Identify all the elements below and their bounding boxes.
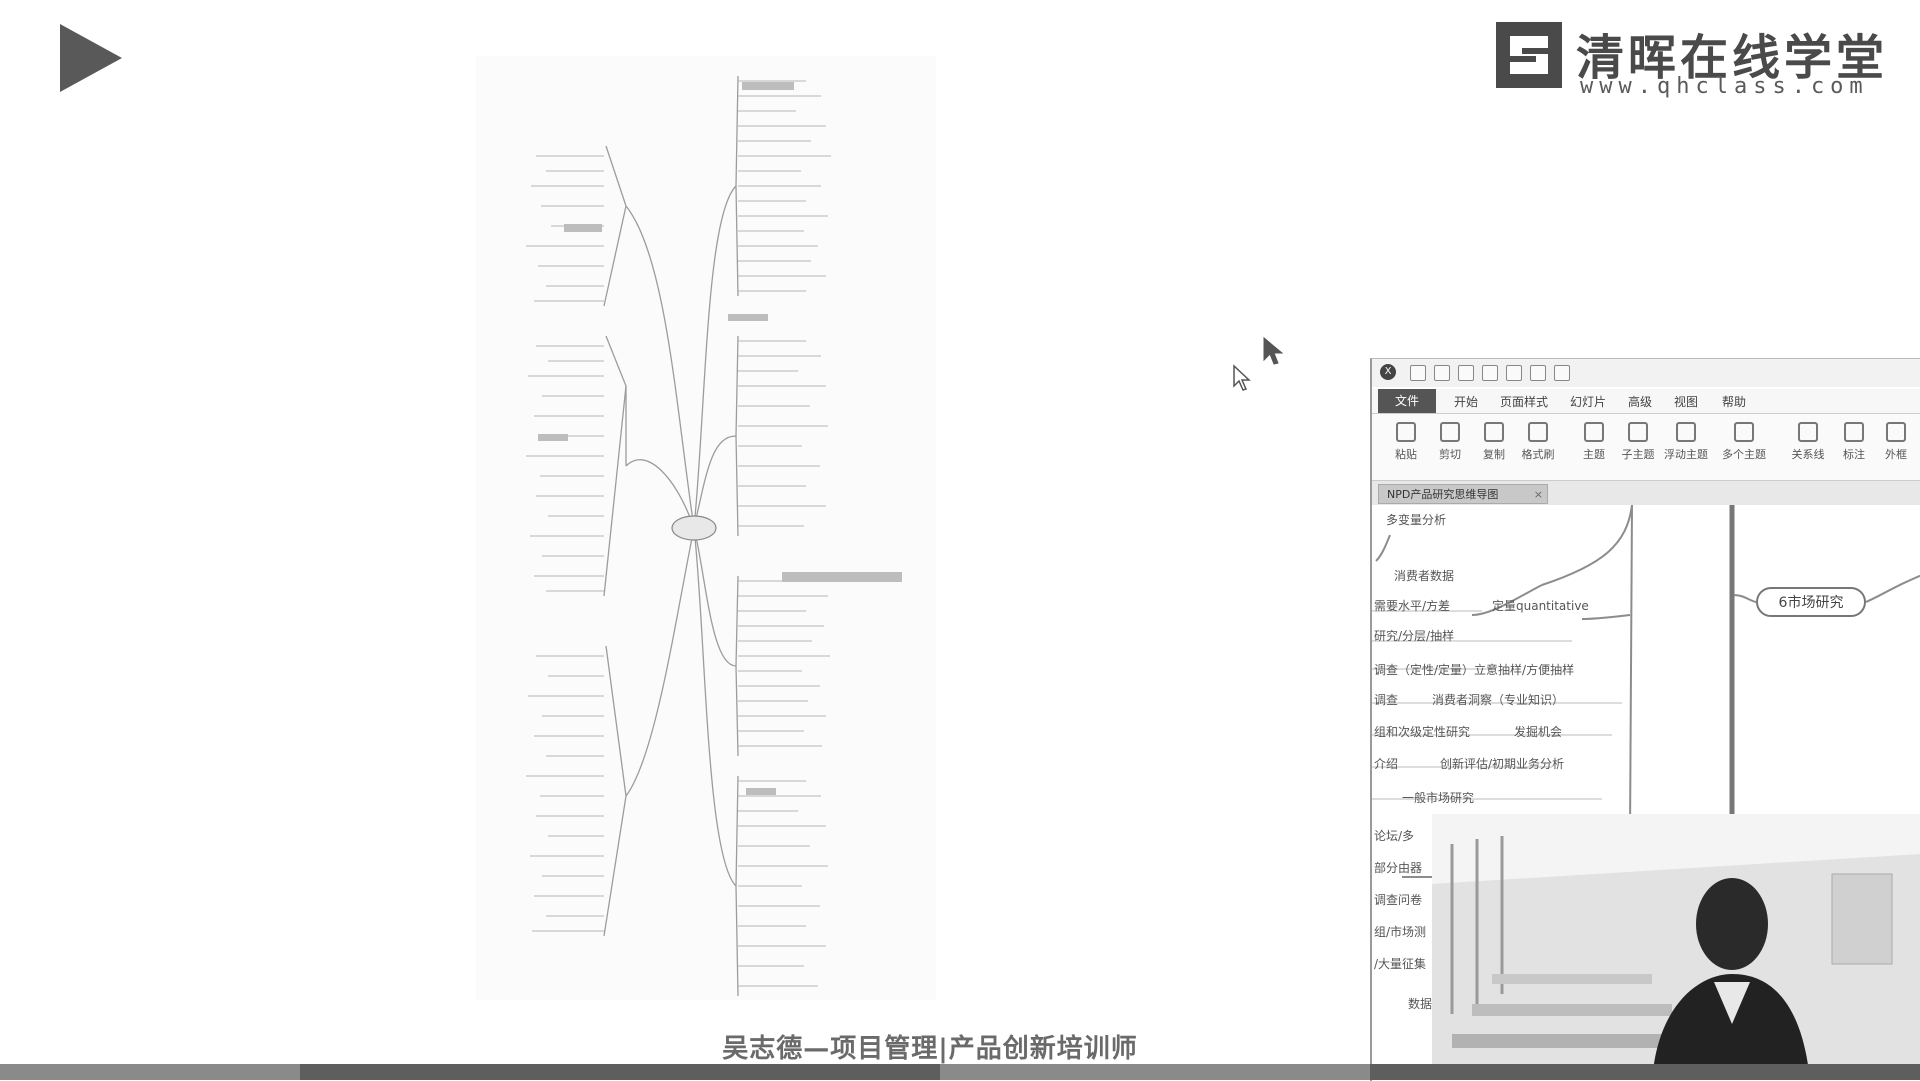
quick-access-toolbar: X — [1372, 359, 1920, 387]
bottom-bar-segment — [0, 1064, 300, 1080]
node-intro[interactable]: 介绍 — [1374, 757, 1399, 771]
ribbon-body: 粘贴 剪切 复制 格式刷 主题 子主题 浮动主题 多个主题 关系线 标注 外框 — [1372, 414, 1920, 481]
topic-icon — [1584, 422, 1604, 442]
node-fragment[interactable]: /大量征集 — [1374, 957, 1427, 971]
play-icon — [60, 24, 122, 92]
app-logo-icon[interactable]: X — [1380, 364, 1396, 380]
brand-url: www.qhclass.com — [1580, 74, 1869, 99]
boundary-icon — [1886, 422, 1906, 442]
format-painter-button[interactable]: 格式刷 — [1516, 420, 1560, 476]
node-fragment[interactable]: 数据 — [1408, 997, 1433, 1011]
node-fragment[interactable]: 组/市场测 — [1374, 925, 1427, 939]
document-tab-label: NPD产品研究思维导图 — [1387, 488, 1499, 501]
node-fragment[interactable]: 调查问卷 — [1374, 893, 1423, 907]
close-tab-icon[interactable]: × — [1533, 488, 1543, 501]
floating-topic-icon — [1676, 422, 1696, 442]
mindmap-canvas[interactable]: 多变量分析 消费者数据 需要水平/方差 定量quantitative 研究/分层… — [1372, 505, 1920, 1081]
tab-file[interactable]: 文件 — [1378, 389, 1436, 413]
node-demand-variance[interactable]: 需要水平/方差 — [1374, 599, 1451, 613]
paste-button[interactable]: 粘贴 — [1384, 420, 1428, 476]
node-quantitative[interactable]: 定量quantitative — [1492, 599, 1589, 613]
callout-button[interactable]: 标注 — [1832, 420, 1876, 476]
multiple-topics-icon — [1734, 422, 1754, 442]
webcam-scene — [1432, 814, 1920, 1080]
bottom-bar — [0, 1064, 1920, 1080]
save-icon[interactable] — [1506, 365, 1522, 381]
subtopic-button[interactable]: 子主题 — [1616, 420, 1660, 476]
relationship-button[interactable]: 关系线 — [1786, 420, 1830, 476]
tab-advanced[interactable]: 高级 — [1628, 395, 1653, 409]
node-fragment[interactable]: 部分由器 — [1374, 861, 1423, 875]
mindmap-app-window[interactable]: X 文件 开始 页面样式 幻灯片 高级 视图 帮助 粘贴 剪切 复制 格式刷 主… — [1370, 358, 1920, 1081]
multiple-topics-button[interactable]: 多个主题 — [1722, 420, 1766, 476]
tab-slides[interactable]: 幻灯片 — [1570, 395, 1607, 409]
node-multivariate-analysis[interactable]: 多变量分析 — [1386, 513, 1447, 527]
ribbon-tabs: 文件 开始 页面样式 幻灯片 高级 视图 帮助 — [1372, 389, 1920, 414]
bottom-bar-segment — [940, 1064, 1370, 1080]
brand-name: 清晖在线学堂 — [1576, 30, 1889, 86]
node-fragment[interactable]: 论坛/多 — [1374, 829, 1415, 843]
node-discover-opportunity[interactable]: 发掘机会 — [1514, 725, 1563, 739]
cut-icon — [1440, 422, 1460, 442]
presenter-caption: 吴志德—项目管理|产品创新培训师 — [722, 1034, 1138, 1064]
mouse-cursor-icon — [1232, 364, 1252, 392]
node-survey-methods[interactable]: 调查（定性/定量）立意抽样/方便抽样 — [1374, 663, 1575, 677]
relationship-icon — [1798, 422, 1818, 442]
node-sampling[interactable]: 研究/分层/抽样 — [1374, 629, 1455, 643]
node-market-research[interactable]: 6市场研究 — [1756, 587, 1866, 617]
paste-icon — [1396, 422, 1416, 442]
document-tabbar: NPD产品研究思维导图 × — [1372, 481, 1920, 505]
tab-page-style[interactable]: 页面样式 — [1500, 395, 1549, 409]
mindmap-graphic — [526, 75, 902, 997]
boundary-button[interactable]: 外框 — [1874, 420, 1918, 476]
format-painter-icon — [1528, 422, 1548, 442]
floating-topic-button[interactable]: 浮动主题 — [1664, 420, 1708, 476]
new-file-icon[interactable] — [1458, 365, 1474, 381]
node-consumer-insight[interactable]: 消费者洞察（专业知识） — [1432, 693, 1565, 707]
callout-icon — [1844, 422, 1864, 442]
cut-button[interactable]: 剪切 — [1428, 420, 1472, 476]
copy-button[interactable]: 复制 — [1472, 420, 1516, 476]
subtopic-icon — [1628, 422, 1648, 442]
document-tab[interactable]: NPD产品研究思维导图 × — [1378, 484, 1548, 504]
topic-button[interactable]: 主题 — [1572, 420, 1616, 476]
undo-icon[interactable] — [1410, 365, 1426, 381]
brand-logo: 清晖在线学堂 www.qhclass.com — [1496, 18, 1896, 99]
tab-help[interactable]: 帮助 — [1722, 395, 1747, 409]
tab-home[interactable]: 开始 — [1454, 395, 1479, 409]
open-file-icon[interactable] — [1482, 365, 1498, 381]
redo-icon[interactable] — [1434, 365, 1450, 381]
node-consumer-data[interactable]: 消费者数据 — [1394, 569, 1455, 583]
copy-icon — [1484, 422, 1504, 442]
play-button[interactable] — [56, 22, 126, 94]
node-innovation-evaluation[interactable]: 创新评估/初期业务分析 — [1440, 757, 1565, 771]
brand-logo-mark — [1496, 22, 1562, 88]
print-icon[interactable] — [1530, 365, 1546, 381]
export-icon[interactable] — [1554, 365, 1570, 381]
webcam-overlay — [1432, 814, 1920, 1080]
node-secondary-research[interactable]: 组和次级定性研究 — [1374, 725, 1471, 739]
pointer-arrow-icon — [1262, 336, 1284, 368]
mindmap-overview — [476, 56, 936, 1000]
tab-view[interactable]: 视图 — [1674, 395, 1699, 409]
node-survey[interactable]: 调查 — [1374, 693, 1399, 707]
node-general-market-research[interactable]: 一般市场研究 — [1402, 791, 1475, 805]
